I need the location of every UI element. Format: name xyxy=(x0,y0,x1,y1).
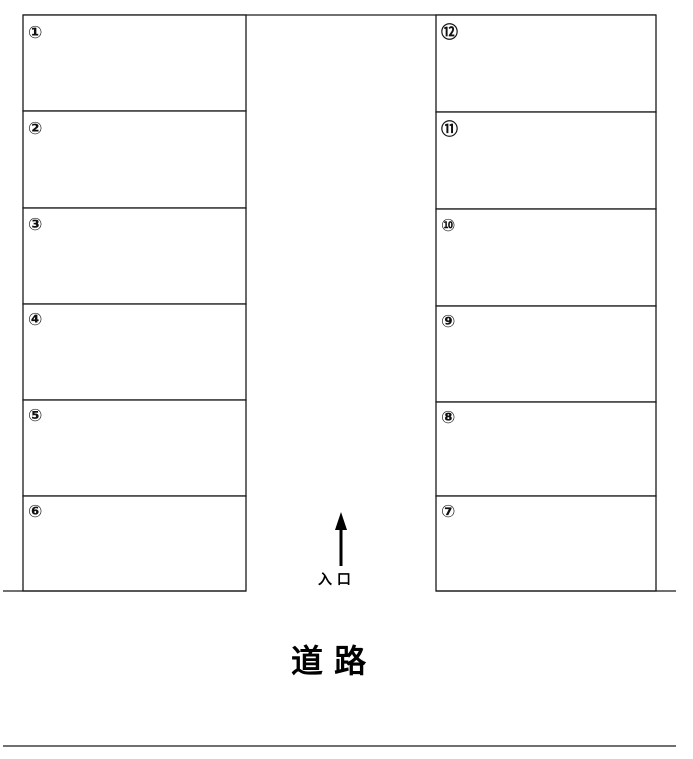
stall-7[interactable]: ⑦ xyxy=(435,495,657,592)
stall-9-number: ⑨ xyxy=(441,312,455,332)
stall-11-number: ⑪ xyxy=(441,119,458,140)
stall-1[interactable]: ① xyxy=(22,14,247,112)
stall-2-number: ② xyxy=(28,119,42,139)
stall-10-number: ⑩ xyxy=(441,216,455,236)
stall-3[interactable]: ③ xyxy=(22,207,247,305)
stall-9[interactable]: ⑨ xyxy=(435,305,657,403)
stall-8-number: ⑧ xyxy=(441,408,455,428)
stall-4[interactable]: ④ xyxy=(22,303,247,401)
stall-7-number: ⑦ xyxy=(441,502,455,522)
stall-1-number: ① xyxy=(28,23,42,43)
stall-5-number: ⑤ xyxy=(28,406,42,426)
stall-12-number: ⑫ xyxy=(441,22,458,43)
right-stalls-column: ⑫ ⑪ ⑩ ⑨ ⑧ ⑦ xyxy=(435,14,657,592)
left-stalls-column: ① ② ③ ④ ⑤ ⑥ xyxy=(22,14,247,592)
stall-5[interactable]: ⑤ xyxy=(22,399,247,497)
stall-6-number: ⑥ xyxy=(28,502,42,522)
arrow-up-icon xyxy=(335,512,347,566)
road-label: 道 路 xyxy=(291,642,367,680)
stall-6[interactable]: ⑥ xyxy=(22,495,247,592)
stall-3-number: ③ xyxy=(28,215,42,235)
stall-2[interactable]: ② xyxy=(22,110,247,209)
entrance-label: 入 口 xyxy=(318,572,351,588)
stall-12[interactable]: ⑫ xyxy=(435,14,657,113)
stall-8[interactable]: ⑧ xyxy=(435,401,657,497)
stall-11[interactable]: ⑪ xyxy=(435,111,657,210)
stall-10[interactable]: ⑩ xyxy=(435,208,657,307)
stall-4-number: ④ xyxy=(28,310,42,330)
